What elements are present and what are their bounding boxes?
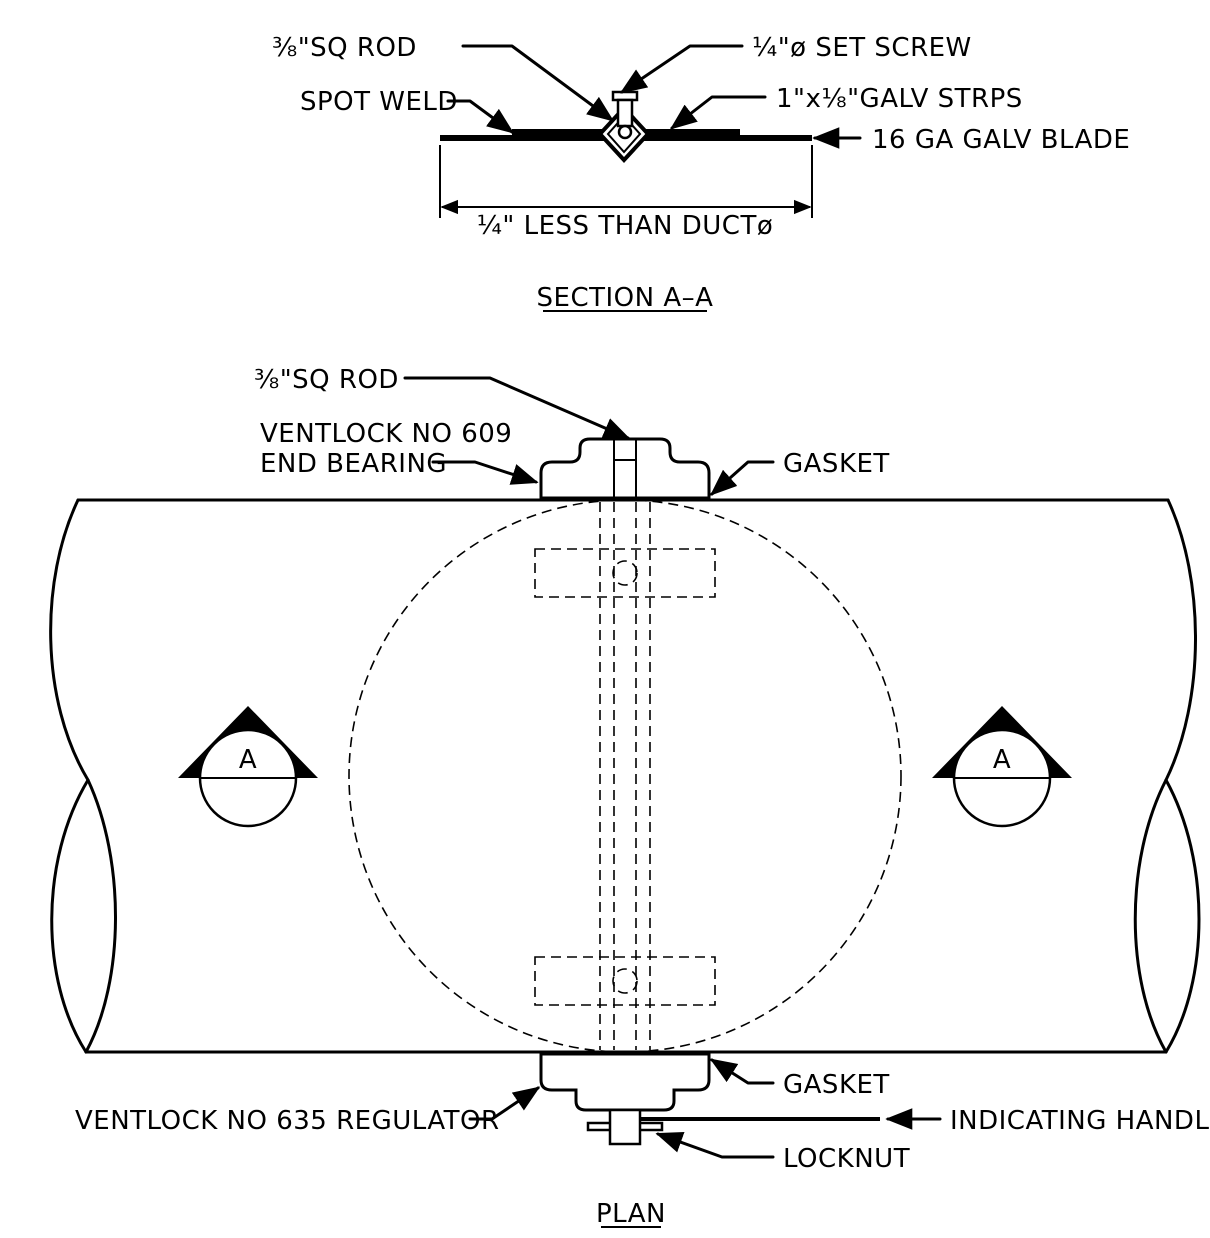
screw-hidden-top — [612, 560, 638, 586]
damper-blade-hidden — [348, 499, 902, 1053]
dimension-label: ¼" LESS THAN DUCTø — [477, 211, 774, 241]
strap-hidden-top — [534, 548, 716, 598]
end-bearing-shape — [539, 437, 711, 500]
section-marker-left-label: A — [239, 745, 257, 775]
section-marker-right-label: A — [993, 745, 1011, 775]
regulator-shape — [539, 1052, 880, 1146]
galv-straps-label: 1"x⅛"GALV STRPS — [776, 84, 1023, 114]
regulator-label: VENTLOCK NO 635 REGULATOR — [75, 1106, 500, 1136]
gasket-top-label: GASKET — [783, 449, 890, 479]
strap-hidden-bottom — [534, 956, 716, 1006]
locknut-label: LOCKNUT — [783, 1144, 910, 1174]
end-bearing-label-1: VENTLOCK NO 609 — [260, 419, 512, 449]
strap-right — [640, 129, 740, 136]
gasket-bottom-label: GASKET — [783, 1070, 890, 1100]
plan-view: A A ⅜"SQ ROD VENTLOCK NO 609 END BEARING… — [49, 365, 1210, 1229]
spot-weld-label: SPOT WELD — [300, 87, 458, 117]
section-marker-left: A — [178, 706, 318, 828]
section-title: SECTION A–A — [537, 283, 714, 313]
blade-label: 16 GA GALV BLADE — [872, 125, 1130, 155]
set-screw-shape — [611, 90, 639, 140]
sq-rod-label: ⅜"SQ ROD — [272, 33, 417, 63]
indicating-handle-label: INDICATING HANDLE — [950, 1106, 1210, 1136]
strap-left — [512, 129, 612, 136]
width-dimension: ¼" LESS THAN DUCTø — [439, 145, 813, 241]
section-a-a: ¼" LESS THAN DUCTø ⅜"SQ ROD ¼"ø SET SCRE… — [272, 33, 1130, 313]
plan-title: PLAN — [596, 1199, 666, 1229]
section-marker-right: A — [932, 706, 1072, 828]
end-bearing-label-2: END BEARING — [260, 449, 447, 479]
rod-hidden-lines — [599, 502, 651, 1050]
screw-hidden-bottom — [612, 968, 638, 994]
set-screw-label: ¼"ø SET SCREW — [752, 33, 972, 63]
plan-sq-rod-label: ⅜"SQ ROD — [254, 365, 399, 395]
